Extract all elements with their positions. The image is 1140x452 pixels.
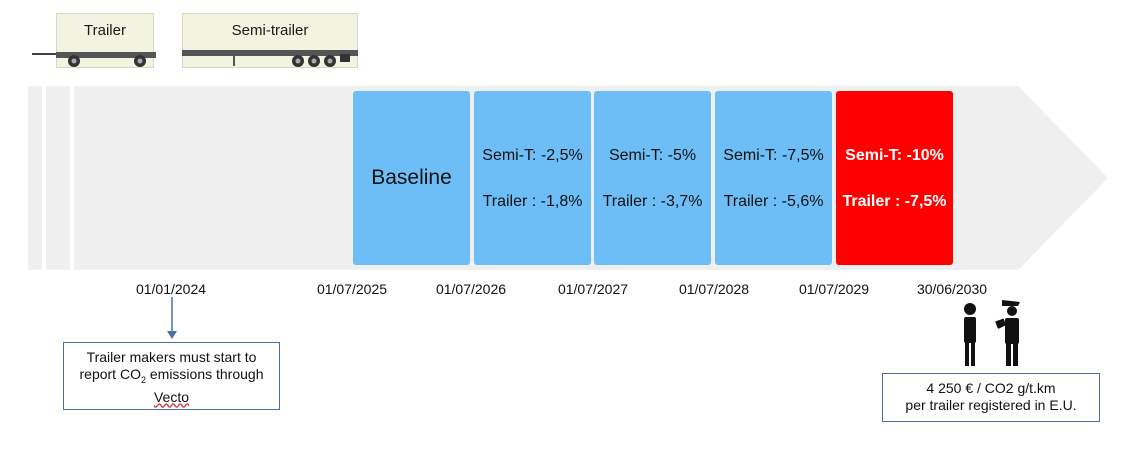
date-2026: 01/07/2026 <box>435 281 507 297</box>
down-arrow-icon <box>167 297 177 339</box>
semitrailer-label: Semi-trailer <box>231 22 309 39</box>
reporting-note: Trailer makers must start to report CO2 … <box>63 342 280 410</box>
penalty-line1: 4 250 € / CO2 g/t.km <box>926 380 1056 396</box>
target-semi-2028: Semi-T: -7,5% <box>723 147 824 164</box>
penalty-line2: per trailer registered in E.U. <box>905 397 1077 413</box>
trailer-label: Trailer <box>84 22 126 39</box>
target-semi-2029: Semi-T: -10% <box>845 147 944 164</box>
target-trailer-2026: Trailer : -1,8% <box>482 193 583 210</box>
target-box-2029: Semi-T: -10% Trailer : -7,5% <box>836 91 953 265</box>
target-trailer-2028: Trailer : -5,6% <box>723 193 824 210</box>
trailer-drawbar-icon <box>32 52 156 67</box>
target-trailer-2029: Trailer : -7,5% <box>842 193 947 210</box>
reporting-line2: report CO2 emissions through <box>79 366 264 385</box>
date-2030: 30/06/2030 <box>916 281 988 297</box>
target-box-2028: Semi-T: -7,5% Trailer : -5,6% <box>715 91 832 265</box>
reporting-line1: Trailer makers must start to <box>86 349 257 365</box>
penalty-note: 4 250 € / CO2 g/t.km per trailer registe… <box>882 373 1100 422</box>
date-2027: 01/07/2027 <box>557 281 629 297</box>
target-semi-2027: Semi-T: -5% <box>608 147 697 164</box>
date-2029: 01/07/2029 <box>798 281 870 297</box>
reporting-line3: Vecto <box>153 388 190 405</box>
semitrailer-wheels-icon <box>182 50 358 67</box>
target-box-2027: Semi-T: -5% Trailer : -3,7% <box>594 91 711 265</box>
baseline-label: Baseline <box>371 166 452 189</box>
target-box-2026: Semi-T: -2,5% Trailer : -1,8% <box>474 91 591 265</box>
target-trailer-2027: Trailer : -3,7% <box>602 193 703 210</box>
person-officer-icon <box>964 300 1020 366</box>
target-semi-2026: Semi-T: -2,5% <box>482 147 583 164</box>
date-2025: 01/07/2025 <box>316 281 388 297</box>
date-2024: 01/01/2024 <box>135 281 207 297</box>
date-2028: 01/07/2028 <box>678 281 750 297</box>
baseline-box: Baseline <box>353 91 470 265</box>
